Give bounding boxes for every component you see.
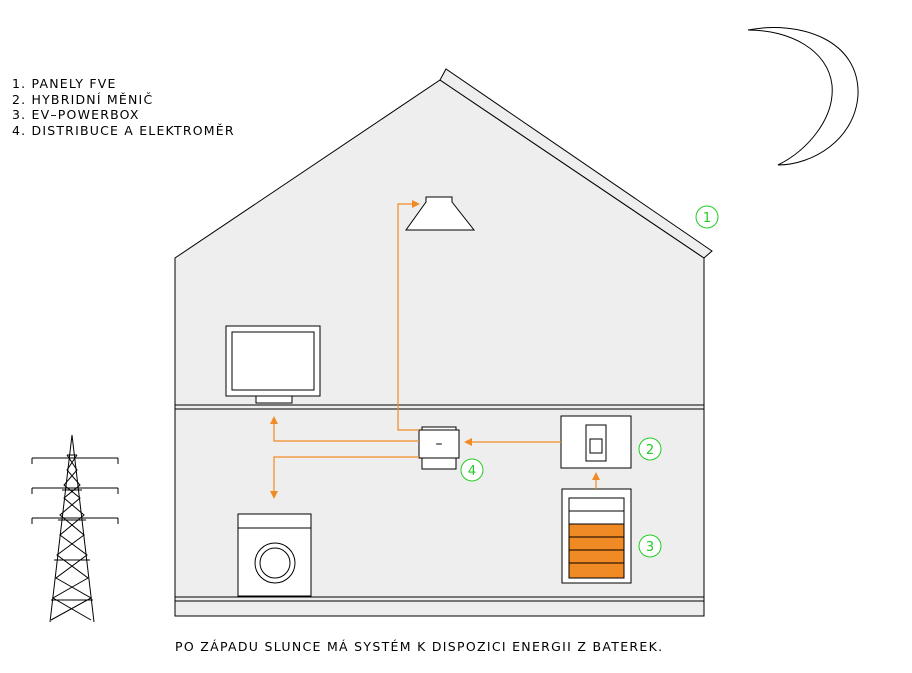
marker-4: 4 bbox=[460, 458, 484, 482]
flow-meter-to-tv bbox=[270, 416, 419, 442]
house-wall bbox=[174, 79, 705, 617]
washing-machine-icon bbox=[237, 513, 312, 597]
meter-icon: – bbox=[418, 426, 460, 470]
flow-meter-to-washer bbox=[270, 456, 419, 499]
battery-icon bbox=[561, 488, 632, 584]
marker-1: 1 bbox=[695, 205, 719, 229]
legend-item-1: 1. PANELY FVE bbox=[12, 76, 117, 91]
legend-item-2: 2. HYBRIDNÍ MĚNIČ bbox=[12, 91, 154, 107]
caption: PO ZÁPADU SLUNCE MÁ SYSTÉM K DISPOZICI E… bbox=[175, 639, 664, 654]
flow-meter-to-lamp bbox=[397, 200, 420, 431]
marker-1-label: 1 bbox=[703, 211, 711, 226]
power-pylon-icon bbox=[31, 434, 119, 623]
legend: 1. PANELY FVE 2. HYBRIDNÍ MĚNIČ 3. EV–PO… bbox=[12, 76, 235, 138]
energy-flows bbox=[270, 200, 600, 499]
inverter-icon bbox=[560, 415, 632, 469]
house bbox=[174, 68, 713, 617]
marker-2-label: 2 bbox=[646, 443, 654, 458]
legend-item-4: 4. DISTRIBUCE A ELEKTROMĚR bbox=[12, 122, 235, 138]
tv-icon bbox=[225, 325, 321, 404]
solar-panel bbox=[439, 68, 713, 259]
marker-3-label: 3 bbox=[646, 540, 654, 555]
marker-3: 3 bbox=[638, 534, 662, 558]
marker-4-label: 4 bbox=[468, 464, 476, 479]
lamp-icon bbox=[405, 196, 476, 231]
meter-symbol: – bbox=[436, 436, 443, 452]
moon-icon bbox=[747, 27, 859, 166]
marker-2: 2 bbox=[638, 437, 662, 461]
legend-item-3: 3. EV–POWERBOX bbox=[12, 107, 140, 122]
